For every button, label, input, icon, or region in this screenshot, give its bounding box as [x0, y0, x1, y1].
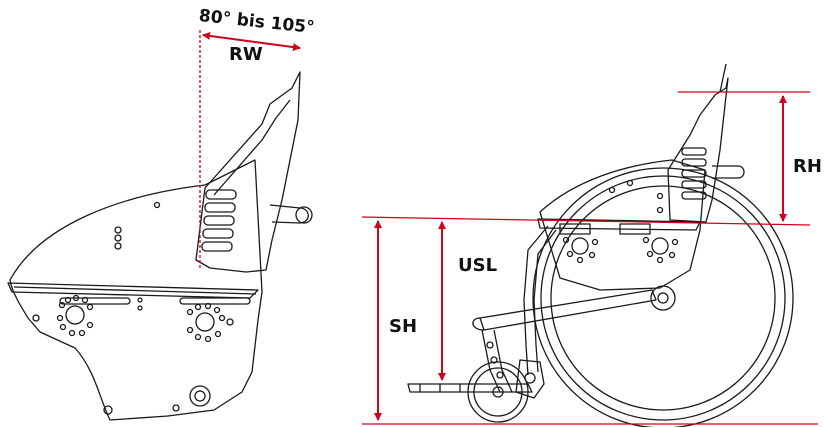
front-frame-tube	[523, 225, 549, 376]
side-frame-plate-right	[539, 159, 706, 291]
axle-hub	[189, 385, 211, 407]
backrest-slots-right	[681, 147, 707, 200]
footplate	[407, 383, 533, 393]
usl-label: USL	[458, 255, 498, 276]
seat-reference-line	[361, 216, 811, 226]
backrest-panel	[195, 71, 301, 273]
side-frame-plate	[9, 159, 263, 421]
seat-rail	[7, 282, 259, 299]
rh-label: RH	[793, 156, 822, 177]
backrest-panel-right	[667, 77, 729, 223]
right-wheelchair-drawing	[407, 63, 794, 427]
backrest-slots	[201, 189, 237, 252]
seat-rail-right	[537, 218, 701, 231]
cross-tube	[479, 289, 657, 331]
footrest-hanger	[481, 329, 513, 393]
left-seat-detail-drawing	[7, 71, 313, 421]
rear-wheel-tyre	[532, 167, 794, 427]
sh-label: SH	[389, 316, 418, 337]
caster-fork	[515, 359, 545, 399]
right-dimension-lines	[361, 91, 818, 425]
caster-wheel	[467, 361, 529, 423]
rw-label: RW	[229, 44, 263, 65]
rw-dimension-arrow	[202, 31, 301, 52]
left-dimension-lines	[199, 30, 301, 270]
adjustment-holes-right	[562, 179, 679, 264]
